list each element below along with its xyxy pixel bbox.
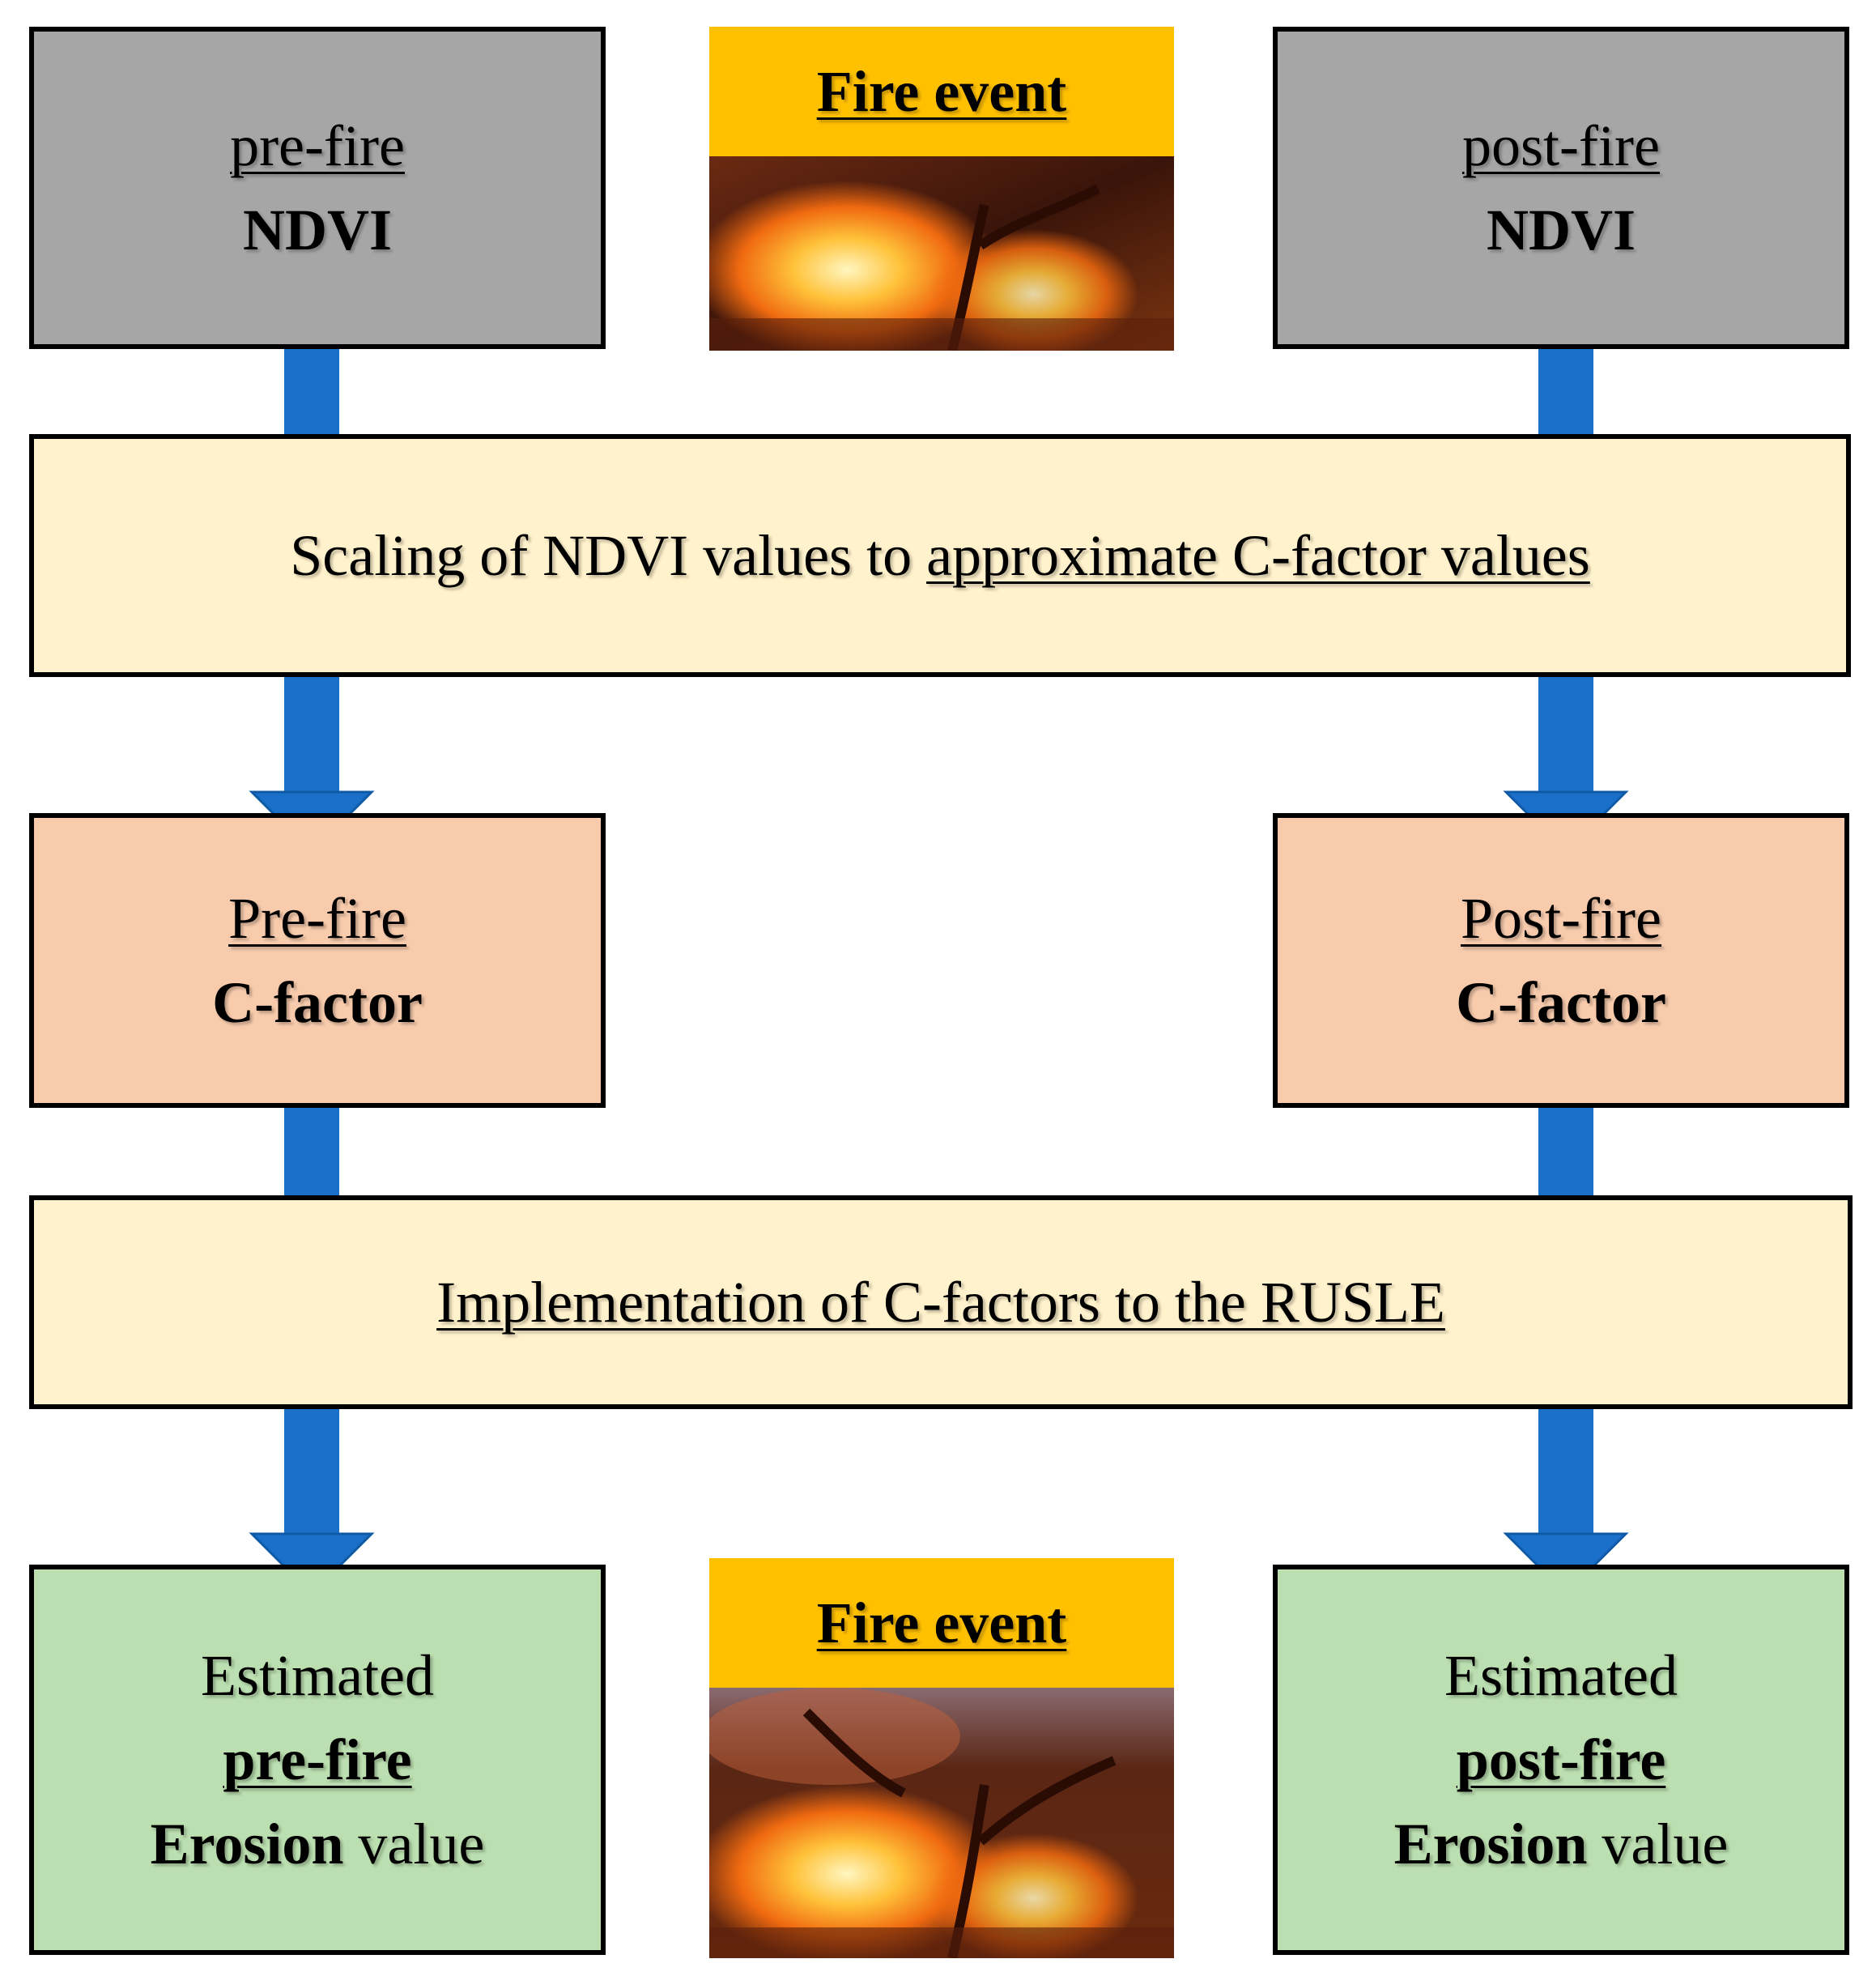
pre-fire-erosion-bold: Erosion xyxy=(150,1812,344,1876)
pre-fire-cfactor-line2: C-factor xyxy=(212,970,423,1035)
post-fire-ndvi-line1: post-fire xyxy=(1462,113,1660,178)
scaling-ndvi-box: Scaling of NDVI values to approximate C-… xyxy=(29,434,1851,677)
post-fire-erosion-line2: post-fire xyxy=(1456,1727,1666,1792)
fire-photo-bottom xyxy=(709,1688,1174,1958)
post-fire-erosion-box: Estimated post-fire Erosion value xyxy=(1273,1565,1849,1955)
post-fire-ndvi-line2: NDVI xyxy=(1486,198,1636,262)
rusle-implementation-text: Implementation of C-factors to the RUSLE xyxy=(436,1270,1445,1335)
pre-fire-cfactor-box: Pre-fire C-factor xyxy=(29,813,606,1108)
post-fire-cfactor-line2: C-factor xyxy=(1456,970,1666,1035)
rusle-implementation-box: Implementation of C-factors to the RUSLE xyxy=(29,1195,1853,1409)
fire-event-panel-bottom: Fire event xyxy=(709,1558,1174,1958)
fire-photo-top xyxy=(709,156,1174,351)
post-fire-erosion-line3: Erosion value xyxy=(1394,1802,1729,1886)
fire-event-label-top: Fire event xyxy=(816,58,1067,124)
arrow-down-to-post-erosion xyxy=(1503,1406,1629,1596)
pre-fire-ndvi-line2: NDVI xyxy=(242,198,392,262)
post-fire-cfactor-box: Post-fire C-factor xyxy=(1273,813,1849,1108)
pre-fire-erosion-line1: Estimated xyxy=(201,1643,434,1708)
post-fire-erosion-line1: Estimated xyxy=(1444,1643,1678,1708)
post-fire-ndvi-box: post-fire NDVI xyxy=(1273,27,1849,349)
pre-fire-erosion-line3: Erosion value xyxy=(151,1802,485,1886)
post-fire-erosion-bold: Erosion xyxy=(1393,1812,1588,1876)
pre-fire-ndvi-box: pre-fire NDVI xyxy=(29,27,606,349)
pre-fire-erosion-box: Estimated pre-fire Erosion value xyxy=(29,1565,606,1955)
scaling-ndvi-text-plain: Scaling of NDVI values to xyxy=(290,523,927,588)
post-fire-cfactor-line1: Post-fire xyxy=(1461,886,1661,951)
pre-fire-ndvi-line1: pre-fire xyxy=(230,113,405,178)
scaling-ndvi-text: Scaling of NDVI values to approximate C-… xyxy=(290,513,1590,598)
connector-pre-cfactor-to-rusle xyxy=(284,1105,339,1197)
scaling-ndvi-text-underlined: approximate C-factor values xyxy=(926,523,1590,588)
pre-fire-cfactor-line1: Pre-fire xyxy=(228,886,406,951)
pre-fire-erosion-line2: pre-fire xyxy=(223,1727,412,1792)
connector-pre-ndvi-to-scaling xyxy=(284,347,339,436)
fire-event-panel-top: Fire event xyxy=(709,27,1174,351)
connector-post-ndvi-to-scaling xyxy=(1538,347,1593,436)
pre-fire-erosion-rest: value xyxy=(343,1812,485,1876)
arrow-down-to-pre-erosion xyxy=(249,1406,375,1596)
post-fire-erosion-rest: value xyxy=(1587,1812,1729,1876)
connector-post-cfactor-to-rusle xyxy=(1538,1105,1593,1197)
fire-event-label-bottom: Fire event xyxy=(816,1590,1067,1655)
